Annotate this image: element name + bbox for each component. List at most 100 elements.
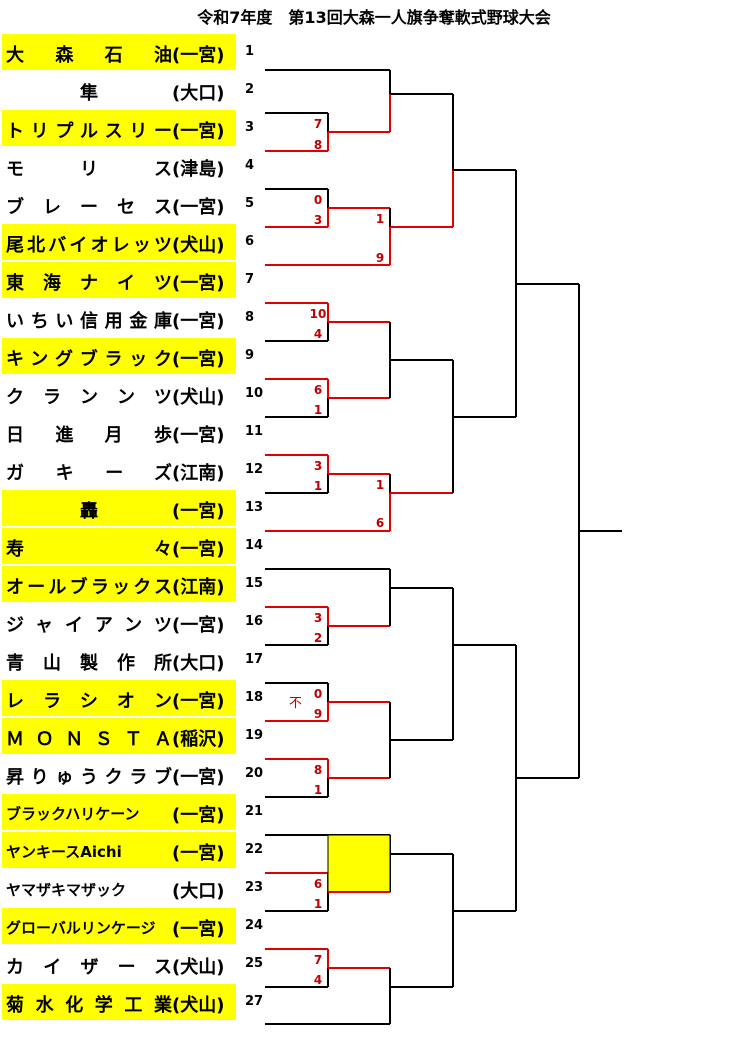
team-name: 日 進 月 歩	[6, 425, 172, 446]
team-row: 寿 々(一宮)	[2, 528, 236, 564]
team-location: (一宮)	[172, 121, 225, 142]
team-name: モ リ ス	[6, 159, 172, 180]
team-location: (一宮)	[172, 349, 225, 370]
team-row: 轟(一宮)	[2, 490, 236, 526]
team-number: 3	[245, 120, 255, 135]
match-score: 3	[313, 213, 323, 227]
team-location: (大口)	[172, 653, 225, 674]
team-number: 2	[245, 82, 255, 97]
team-number: 23	[245, 880, 264, 895]
team-row: 日 進 月 歩(一宮)	[2, 414, 236, 450]
team-location: (一宮)	[172, 919, 225, 940]
match-score: 6	[313, 877, 323, 891]
team-number: 1	[245, 44, 255, 59]
team-row: 東海ナイツ(一宮)	[2, 262, 236, 298]
match-score: 1	[375, 212, 385, 226]
team-name: ＭＯＮＳＴＡ	[6, 729, 172, 750]
team-location: (一宮)	[172, 539, 225, 560]
team-name: ブレーセス	[6, 197, 172, 218]
team-name: オールブラックス	[6, 577, 172, 598]
team-name: ガキーズ	[6, 463, 172, 484]
team-location: (一宮)	[172, 767, 225, 788]
team-row: 青山製作所(大口)	[2, 642, 236, 678]
team-location: (一宮)	[172, 615, 225, 636]
team-number: 25	[245, 956, 264, 971]
team-number: 18	[245, 690, 264, 705]
match-score: 1	[313, 403, 323, 417]
team-location: (一宮)	[172, 45, 225, 66]
match-score: 4	[313, 327, 323, 341]
team-number: 6	[245, 234, 255, 249]
match-score: 2	[313, 631, 323, 645]
team-name: 菊水化学工業	[6, 995, 172, 1016]
page-title: 令和7年度 第13回大森一人旗争奪軟式野球大会	[197, 8, 551, 27]
match-score: 8	[313, 763, 323, 777]
match-score: 1	[313, 479, 323, 493]
team-row: ヤマザキマザック(大口)	[2, 870, 236, 906]
team-name: レラシオン	[6, 691, 172, 712]
match-score: 7	[313, 953, 323, 967]
match-score: 0	[313, 687, 323, 701]
team-number: 27	[245, 994, 264, 1009]
team-row: 隼(大口)	[2, 72, 236, 108]
team-location: (一宮)	[172, 805, 225, 826]
team-name: ジャイアンツ	[6, 615, 172, 636]
team-row: オールブラックス(江南)	[2, 566, 236, 602]
team-number: 15	[245, 576, 264, 591]
team-number: 11	[245, 424, 264, 439]
team-name: いちい信用金庫	[6, 311, 172, 332]
team-number: 20	[245, 766, 264, 781]
match-score: 6	[313, 383, 323, 397]
team-number: 5	[245, 196, 255, 211]
team-row: ジャイアンツ(一宮)	[2, 604, 236, 640]
team-row: キングブラック(一宮)	[2, 338, 236, 374]
team-number: 14	[245, 538, 264, 553]
team-row: ヤンキースAichi(一宮)	[2, 832, 236, 868]
team-name: トリプルスリー	[6, 121, 172, 142]
team-row: ブラックハリケーン(一宮)	[2, 794, 236, 830]
team-name: 東海ナイツ	[6, 273, 172, 294]
team-row: ＭＯＮＳＴＡ(稲沢)	[2, 718, 236, 754]
match-score: 3	[313, 611, 323, 625]
team-location: (犬山)	[172, 995, 225, 1016]
team-name: ヤマザキマザック	[6, 881, 127, 899]
match-score: 3	[313, 459, 323, 473]
team-name: 隼	[80, 83, 98, 104]
team-number: 21	[245, 804, 264, 819]
team-row: トリプルスリー(一宮)	[2, 110, 236, 146]
team-number: 10	[245, 386, 264, 401]
team-location: (一宮)	[172, 501, 225, 522]
match-score: 1	[313, 897, 323, 911]
team-number: 8	[245, 310, 255, 325]
team-location: (江南)	[172, 577, 225, 598]
match-score: 1	[375, 478, 385, 492]
team-row: 菊水化学工業(犬山)	[2, 984, 236, 1020]
team-location: (津島)	[172, 159, 225, 180]
team-number: 13	[245, 500, 264, 515]
team-row: いちい信用金庫(一宮)	[2, 300, 236, 336]
team-number: 16	[245, 614, 264, 629]
team-name: 大 森 石 油	[6, 45, 172, 66]
team-name: グローバルリンケージ	[6, 919, 156, 937]
team-number: 17	[245, 652, 264, 667]
team-number: 12	[245, 462, 264, 477]
team-name: 寿 々	[6, 539, 172, 560]
team-row: カイザース(犬山)	[2, 946, 236, 982]
match-score: 1	[313, 783, 323, 797]
match-score: 10	[309, 307, 327, 321]
team-name: カイザース	[6, 957, 172, 978]
team-row: 昇りゅうクラブ(一宮)	[2, 756, 236, 792]
team-number: 19	[245, 728, 264, 743]
team-row: モ リ ス(津島)	[2, 148, 236, 184]
team-location: (一宮)	[172, 311, 225, 332]
team-name: キングブラック	[6, 349, 172, 370]
team-row: グローバルリンケージ (一宮)	[2, 908, 236, 944]
team-number: 7	[245, 272, 255, 287]
team-location: (一宮)	[172, 691, 225, 712]
match-score: 6	[375, 516, 385, 530]
forfeit-note: 不	[289, 696, 303, 711]
team-name: ヤンキースAichi	[6, 843, 122, 861]
team-location: (一宮)	[172, 197, 225, 218]
